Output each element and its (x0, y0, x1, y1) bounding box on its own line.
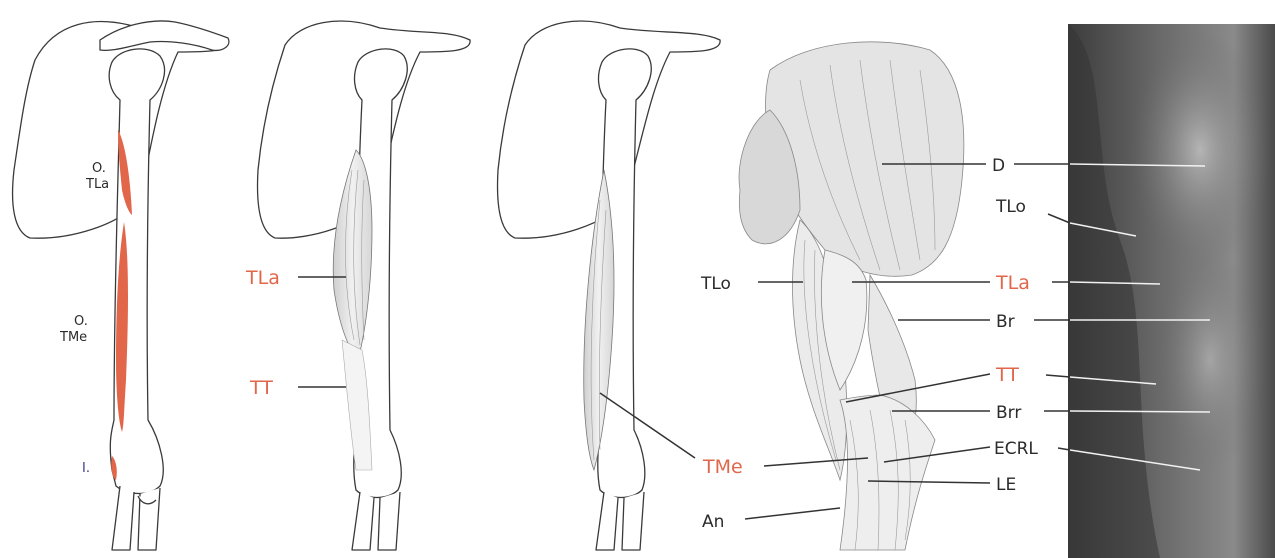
forearm-3 (596, 492, 644, 550)
label-an: An (702, 512, 724, 532)
label-tme-3: TMe (702, 456, 743, 478)
leader-tt-right (1046, 375, 1070, 377)
deltoid-muscle (766, 42, 964, 276)
photo-shoulder-highlight (1130, 30, 1270, 270)
panel-3-medial-head (498, 21, 721, 550)
leader-an-4 (745, 508, 840, 519)
panel-4-muscle-drawing: TLo TMe An (700, 42, 964, 550)
leader-tlo-right (1048, 214, 1070, 223)
label-tla-center: TLa (995, 272, 1030, 294)
leader-tt-left (846, 374, 990, 402)
label-tla-2: TLa (245, 267, 280, 289)
forearm-1 (112, 486, 160, 550)
panel-2-lateral-head: TLa TT (245, 21, 470, 550)
label-ecrl: ECRL (994, 439, 1038, 459)
insertion-label: I. (82, 461, 90, 476)
label-d: D (992, 156, 1005, 176)
forearm-muscles-4 (840, 395, 935, 550)
forearm-2 (352, 492, 400, 550)
leader-brr-photo (1070, 411, 1210, 412)
label-le: LE (996, 475, 1016, 495)
origin-prefix-1: O. (92, 161, 106, 176)
label-tt-center: TT (995, 364, 1019, 386)
label-tt-2: TT (249, 377, 273, 399)
panel-1-skeleton: O. TLa O. TMe I. (13, 21, 229, 550)
label-br: Br (996, 312, 1015, 332)
label-brr: Brr (996, 403, 1021, 423)
origin-prefix-2: O. (74, 314, 88, 329)
origin-label-tla: TLa (85, 177, 109, 192)
label-tlo-left: TLo (700, 274, 731, 294)
photo-arm-highlight (1155, 250, 1265, 470)
panel-5-photograph (1068, 24, 1275, 558)
label-tlo-right: TLo (995, 197, 1026, 217)
origin-label-tme: TMe (59, 330, 87, 345)
